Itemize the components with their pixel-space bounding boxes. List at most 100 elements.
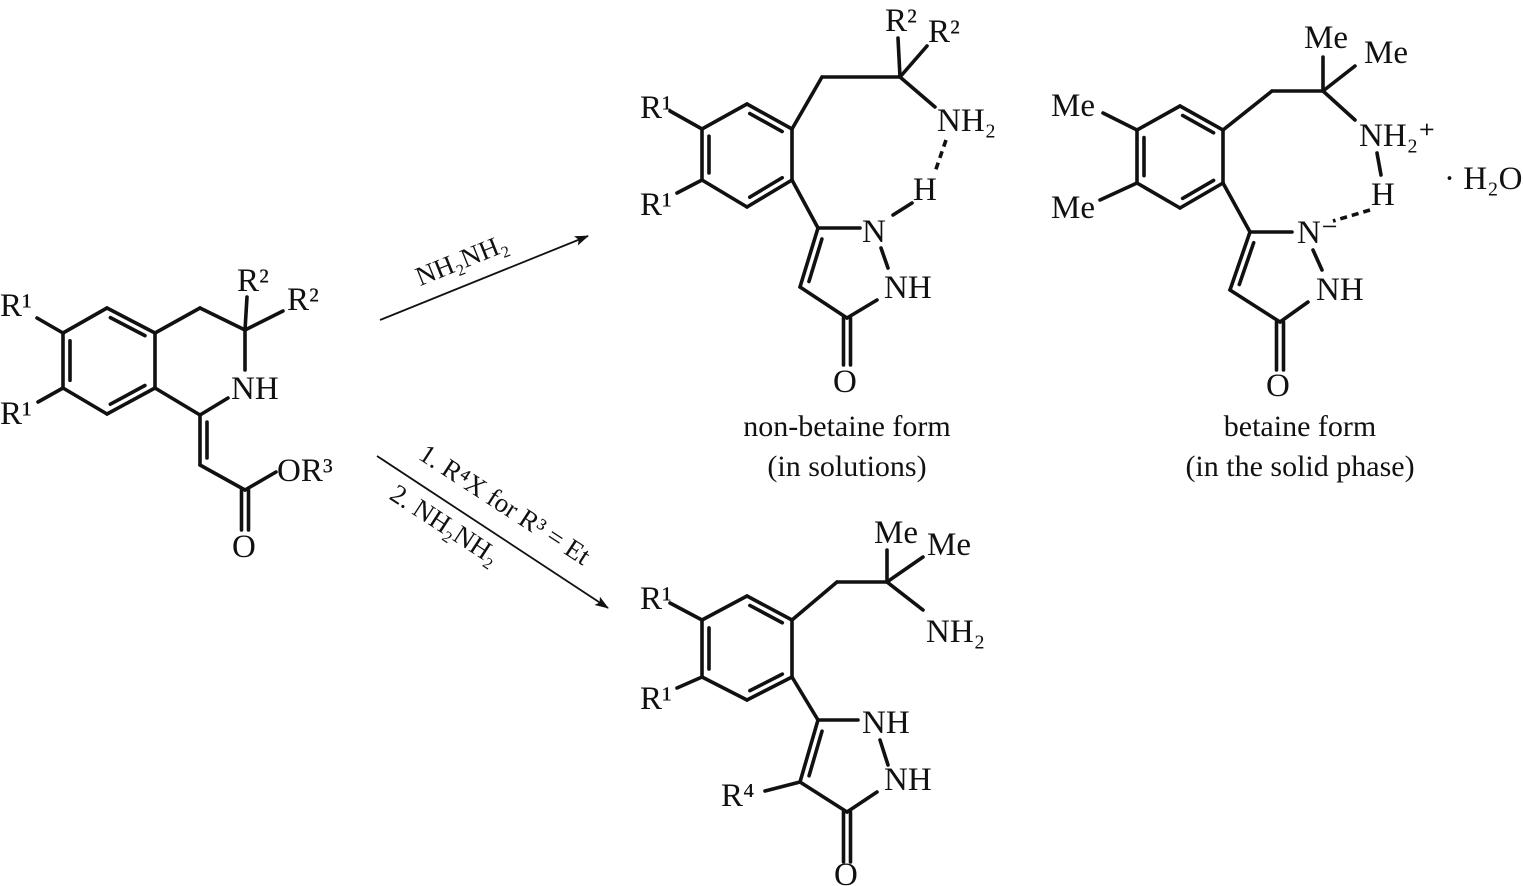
bond [790,178,820,230]
r2-right-label: R² [928,14,960,50]
sm-r1-top-label: R¹ [0,288,32,324]
double-bond-inner [748,603,785,625]
r1-bottom-label: R¹ [640,681,672,717]
double-bond-inner [807,729,824,778]
product-nonbetaine: R¹ R¹ R² R² NH₂ H N NH O non-betaine for… [640,3,996,483]
double-bond [1228,230,1252,292]
reaction-arrow-bottom: 1. R⁴X for R³ = Et 2. NH₂NH₂ [376,438,609,609]
bond [668,601,704,622]
bond [1311,248,1324,272]
bond [700,178,749,209]
bond [790,75,824,131]
r1-top-label: R¹ [640,581,672,617]
n-label: N [862,214,886,250]
bond [891,201,914,217]
me-ring-bottom-label: Me [1051,190,1095,226]
bond [845,298,879,320]
bond [763,780,802,793]
bond [700,594,749,622]
sm-r1-bottom-label: R¹ [0,396,32,432]
bond [1228,288,1282,324]
double-bond-inner [1180,113,1216,135]
n-minus-label: N⁻ [1297,215,1338,251]
double-bond-inner [747,175,784,199]
bond [1135,104,1182,132]
product-r4: R¹ R¹ Me Me NH₂ NH NH R⁴ O [640,515,985,886]
double-bond [798,718,820,784]
bond [198,306,247,332]
bond [153,386,202,417]
sm-r2-right-label: R² [287,282,319,318]
bond [878,738,890,767]
r4-label: R⁴ [721,778,755,814]
nh-label: NH [1316,272,1364,308]
bond [668,109,704,131]
caption-line1: non-betaine form [743,410,950,443]
double-bond [1178,181,1225,210]
bond [243,295,249,332]
bonds-layer [35,36,1383,864]
double-bond [798,226,820,289]
bond [896,36,902,79]
me-right-label: Me [1364,35,1408,71]
bond [1135,181,1182,210]
product-betaine: Me Me Me Me NH₂⁺ H N⁻ NH O · H₂O betaine… [1051,20,1522,483]
bond [198,396,230,417]
bond [1221,181,1252,234]
bond [675,675,704,690]
double-bond-inner [748,672,785,693]
nh2-label: NH₂ [926,614,985,650]
bond [1375,151,1383,177]
nh1-label: NH [862,705,910,741]
h-label: H [913,172,937,208]
bond [61,306,109,335]
bond [700,102,749,131]
reagent-label: NH₂NH₂ [411,228,512,292]
double-bond [745,102,794,131]
bond [898,44,929,79]
bond [153,306,202,335]
bond [243,309,285,332]
o-label: O [834,857,858,886]
r1-top-label: R¹ [640,90,672,126]
sm-r2-top-label: R² [237,263,269,299]
double-bond-inner [1180,178,1216,201]
nh2-label: NH₂ [937,103,996,139]
bond [198,463,247,492]
caption-line2: (in the solid phase) [1185,450,1414,483]
bond [798,285,849,320]
sm-nh-label: NH [231,371,279,407]
hydrogen-bond-dashed [933,139,948,173]
bond [879,246,890,270]
bond [1221,89,1274,132]
double-bond-inner [108,315,147,338]
caption-line1: betaine form [1224,410,1376,443]
bond [798,780,849,814]
me-top-label: Me [874,515,918,551]
reaction-arrow-top: NH₂NH₂ [379,228,589,321]
me-right-label: Me [927,527,971,563]
nh2-ring-label: NH [884,762,932,798]
hydrate-label: · H₂O [1444,161,1522,197]
double-bond [105,306,157,335]
bond [35,316,65,335]
sm-or3-label: OR³ [277,453,333,489]
nh2-plus-label: NH₂⁺ [1359,118,1436,154]
bond [1321,64,1357,93]
caption-line2: (in solutions) [767,450,926,483]
bond [1098,181,1139,202]
double-bond [745,675,794,702]
sm-o-label: O [232,529,256,565]
bond [845,790,879,814]
bond [885,555,925,584]
double-bond [745,178,794,209]
bond [61,386,109,416]
o-label: O [1266,368,1290,404]
bond [1101,111,1139,132]
r2-top-label: R² [885,3,917,39]
arrow-line [379,235,589,321]
hydrogen-bond-dashed [1332,208,1371,223]
bond [1321,89,1357,122]
o-label: O [833,364,857,400]
double-bond-inner [747,111,784,134]
